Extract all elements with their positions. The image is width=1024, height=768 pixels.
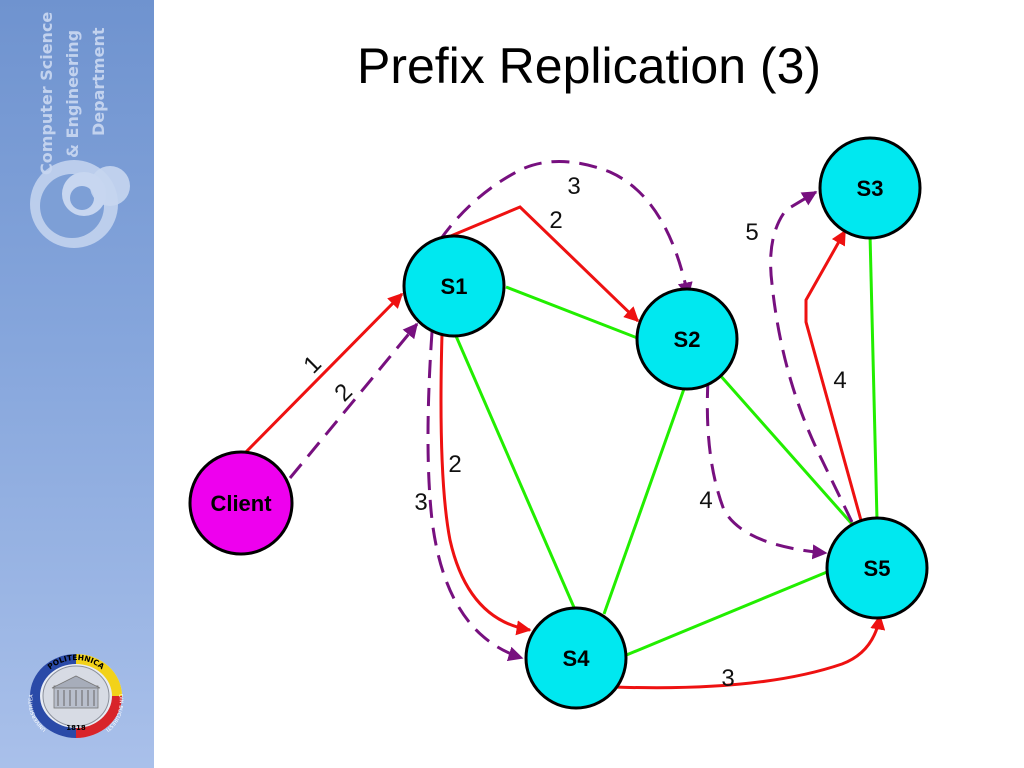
- node-circle-client: [188, 450, 294, 556]
- label-replication-s2-s5: 4: [699, 487, 712, 514]
- label-replication-s1-s2: 3: [567, 173, 580, 200]
- node-circle-s1: [402, 234, 506, 338]
- replication-arrows: [288, 160, 854, 662]
- slide-title: Prefix Replication (3): [356, 38, 822, 94]
- node-s1: S1: [402, 234, 506, 338]
- node-label-s4: S4: [563, 646, 591, 671]
- node-circle-s5: [825, 516, 929, 620]
- request-arrow-client-s1: [240, 292, 404, 458]
- node-label-s5: S5: [864, 556, 891, 581]
- node-label-s2: S2: [674, 327, 701, 352]
- department-line-1: Computer Science: [37, 12, 56, 175]
- node-s3: S3: [818, 136, 922, 240]
- department-line-3: Department: [89, 27, 108, 136]
- sidebar: Computer Science & Engineering Departmen…: [0, 0, 154, 768]
- node-label-s1: S1: [441, 274, 468, 299]
- seal-year: 1818: [66, 724, 86, 732]
- replication-arrow-s2-s5: [705, 379, 828, 560]
- node-s4: S4: [524, 606, 628, 710]
- label-replication-s1-s4: 3: [414, 489, 427, 516]
- request-arrow-s4-s5: [613, 614, 886, 690]
- replication-arrow-s5-s3: [769, 190, 854, 523]
- label-replication-s5-s3: 5: [745, 219, 758, 246]
- topology-links: [454, 233, 879, 658]
- department-wordmark: Computer Science & Engineering Departmen…: [37, 12, 108, 175]
- label-request-s1-s4: 2: [448, 451, 461, 478]
- node-circle-s2: [635, 287, 739, 391]
- node-s5: S5: [825, 516, 929, 620]
- replication-arrow-client-s1: [288, 322, 419, 479]
- label-request-s1-s2: 2: [549, 207, 562, 234]
- node-circle-s3: [818, 136, 922, 240]
- node-s2: S2: [635, 287, 739, 391]
- link-s3-s5: [868, 233, 879, 521]
- university-seal-icon: POLITEHNICA UNIVERSITATEA DIN BUCURESTI …: [28, 653, 124, 738]
- link-s1-s4: [454, 335, 578, 613]
- link-s1-s2: [505, 285, 641, 341]
- request-arrow-s5-s3: [804, 229, 864, 525]
- node-circle-s4: [524, 606, 628, 710]
- replication-arrow-s1-s4: [426, 331, 524, 662]
- department-line-2: & Engineering: [63, 30, 82, 158]
- request-arrow-s1-s4: [439, 333, 532, 636]
- label-request-s4-s5: 3: [721, 665, 734, 692]
- node-label-client: Client: [210, 491, 272, 516]
- department-logo-icon: [30, 160, 130, 248]
- request-arrow-s1-s2: [445, 205, 640, 323]
- request-arrows: [240, 205, 886, 690]
- label-request-s5-s3: 4: [833, 367, 846, 394]
- link-s4-s5: [623, 570, 828, 658]
- node-label-s3: S3: [857, 176, 884, 201]
- link-s2-s5: [717, 373, 854, 525]
- node-client: Client: [188, 450, 294, 556]
- link-s2-s4: [602, 385, 687, 615]
